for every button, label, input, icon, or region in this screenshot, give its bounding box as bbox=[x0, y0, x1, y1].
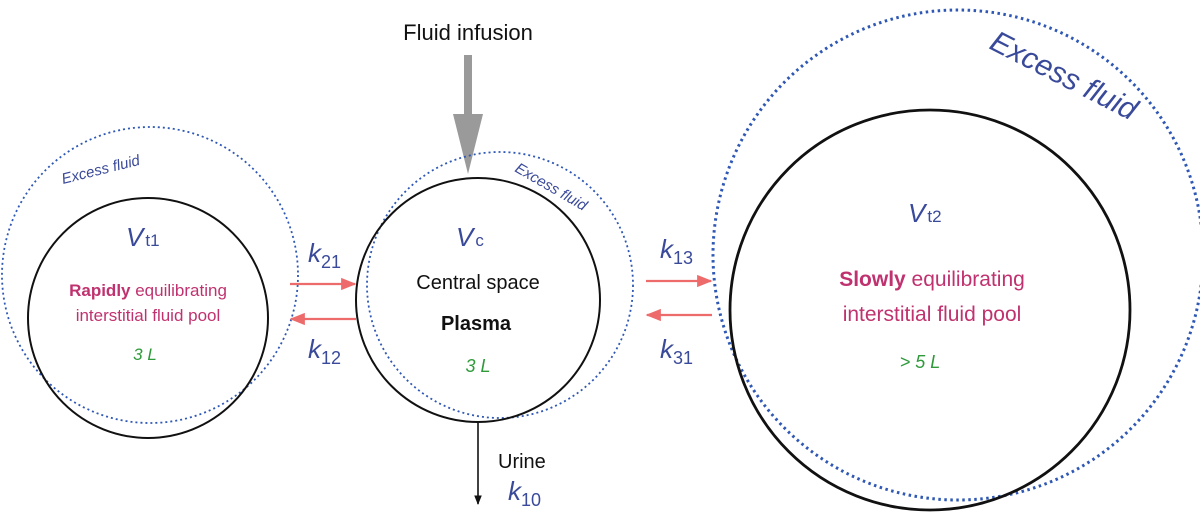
left-pool-line2: interstitial fluid pool bbox=[76, 306, 221, 325]
rate-k31: k31 bbox=[660, 334, 693, 368]
fluid-infusion-label: Fluid infusion bbox=[403, 20, 533, 45]
right-compartment-circle bbox=[728, 108, 1132, 512]
rate-k12: k12 bbox=[308, 334, 341, 368]
rate-k10: k10 bbox=[508, 476, 541, 510]
left-pool-line1: Rapidly equilibrating bbox=[69, 281, 227, 300]
rate-k21: k21 bbox=[308, 238, 341, 272]
plasma-label: Plasma bbox=[441, 313, 512, 335]
center-excess-ring bbox=[366, 151, 634, 419]
center-compartment-circle bbox=[355, 177, 601, 423]
right-volume-value: > 5 L bbox=[900, 352, 941, 372]
infusion-arrow-head bbox=[453, 114, 483, 174]
urine-label: Urine bbox=[498, 451, 546, 473]
left-excess-ring bbox=[1, 126, 299, 424]
central-space-label: Central space bbox=[416, 272, 539, 294]
right-pool-line1: Slowly equilibrating bbox=[839, 268, 1025, 291]
right-pool-line2: interstitial fluid pool bbox=[843, 303, 1022, 326]
center-volume-value: 3 L bbox=[465, 356, 490, 376]
right-excess-ring bbox=[711, 8, 1200, 502]
left-volume-value: 3 L bbox=[133, 345, 157, 364]
left-compartment-circle bbox=[27, 197, 269, 439]
right-excess-label: Excess fluid bbox=[985, 25, 1144, 128]
rate-k13: k13 bbox=[660, 234, 693, 268]
left-excess-label: Excess fluid bbox=[60, 152, 142, 188]
